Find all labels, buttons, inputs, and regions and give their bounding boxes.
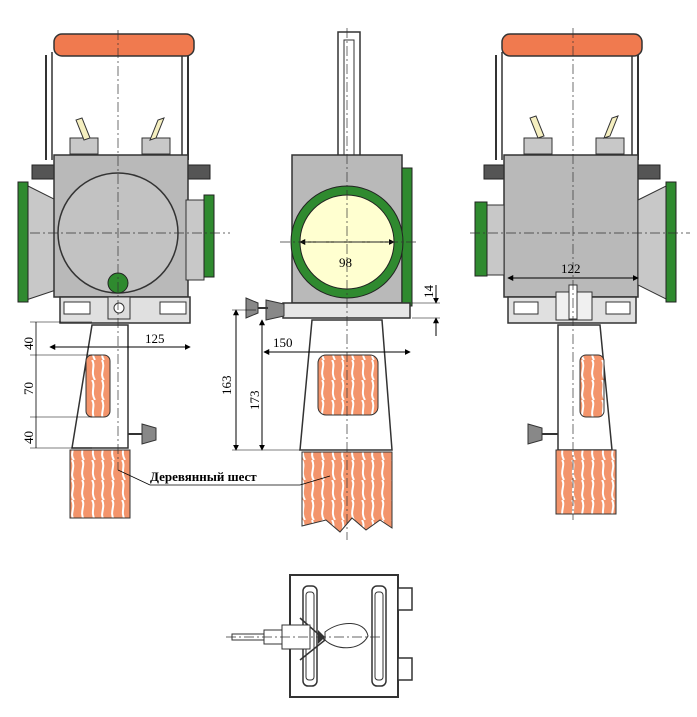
- bottom-view: [226, 574, 413, 698]
- toggle-switches: [69, 117, 171, 155]
- dim-height-163: 163: [219, 376, 234, 396]
- front-view: 125 40 70 40: [17, 30, 230, 519]
- dim-rear-width: 122: [561, 261, 581, 276]
- wood-pole-right: [555, 449, 617, 515]
- rear-view: 122: [470, 28, 690, 520]
- dim-side-width: 150: [273, 335, 293, 350]
- side-view: 98 150 14 163 173: [219, 28, 440, 540]
- dim-front-width: 125: [145, 331, 165, 346]
- dim-socket-bottom: 40: [21, 431, 36, 444]
- dim-lens-offset: 14: [421, 285, 436, 299]
- dim-lens-diameter: 98: [339, 255, 352, 270]
- wood-pole-left: [69, 449, 131, 519]
- dim-height-173: 173: [247, 391, 262, 411]
- dim-socket-top: 40: [21, 337, 36, 350]
- pole-label: Деревянный шест: [150, 469, 257, 484]
- side-lens-left: [17, 181, 29, 303]
- dim-socket-mid: 70: [21, 382, 36, 395]
- handle-grip: [53, 33, 195, 57]
- pole-callout: Деревянный шест: [117, 469, 331, 486]
